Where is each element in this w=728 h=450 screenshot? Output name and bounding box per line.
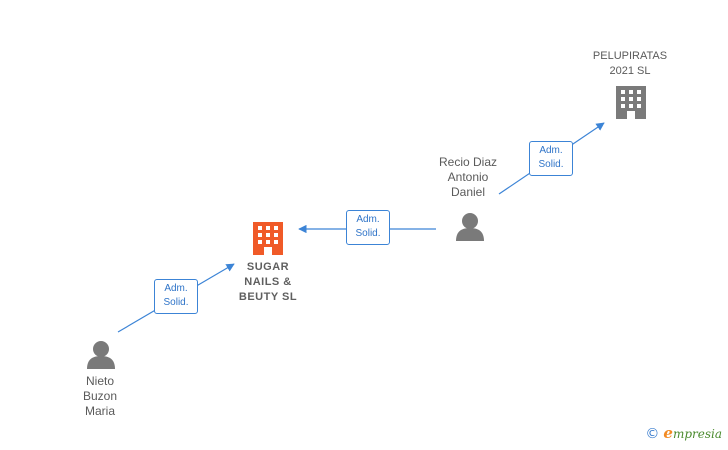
edge-label-recio-sugar[interactable]: Adm. Solid. — [346, 210, 390, 245]
person-icon[interactable] — [87, 341, 115, 369]
brand-logo-initial: e — [663, 424, 673, 442]
person-icon[interactable] — [456, 213, 484, 241]
edge-label-nieto-sugar[interactable]: Adm. Solid. — [154, 279, 198, 314]
building-icon[interactable] — [253, 222, 283, 255]
company-label-pelupiratas[interactable]: PELUPIRATAS 2021 SL — [592, 50, 668, 77]
brand-logo-text: mpresia — [672, 427, 722, 441]
copyright-icon: © — [645, 426, 660, 442]
brand-footer: ©empresia — [645, 424, 722, 442]
person-label-recio[interactable]: Recio Diaz Antonio Daniel — [438, 155, 498, 199]
edge-label-recio-pelupiratas[interactable]: Adm. Solid. — [529, 141, 573, 176]
building-icon[interactable] — [616, 86, 646, 119]
person-label-nieto[interactable]: Nieto Buzon Maria — [82, 374, 118, 418]
company-label-sugar[interactable]: SUGAR NAILS & BEUTY SL — [238, 261, 298, 303]
